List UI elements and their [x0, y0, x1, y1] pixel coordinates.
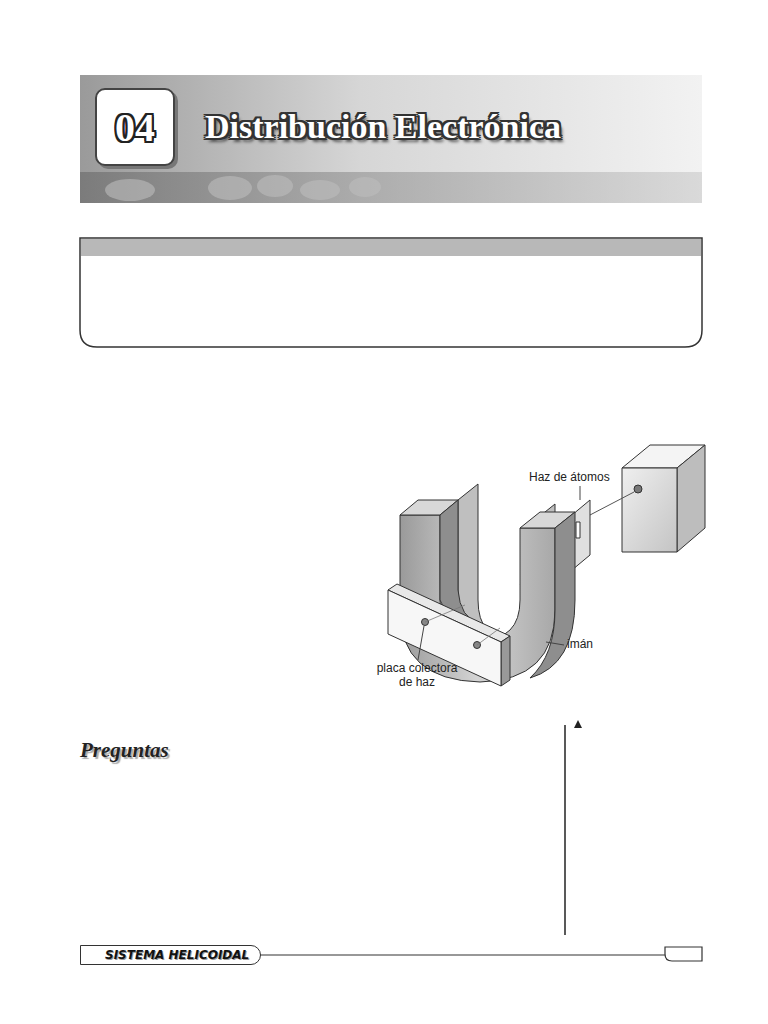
intro-frame [80, 238, 702, 347]
plate-label: placa colectora de haz [372, 662, 462, 690]
side-rule [565, 720, 582, 935]
node-text: 04 [115, 104, 155, 151]
chapter-number-box: 04 [95, 88, 175, 166]
beam-label: Haz de átomos [529, 470, 610, 484]
page-title: Distribución Electrónica [205, 108, 561, 146]
footer-rule [80, 947, 702, 961]
footer-pill: SISTEMA HELICOIDAL [80, 945, 261, 965]
stern-gerlach-illustration [388, 445, 705, 686]
section-heading: Preguntas [80, 738, 169, 763]
magnet-label: imán [567, 637, 593, 651]
node-text: SISTEMA HELICOIDAL [105, 948, 249, 962]
header-band [80, 75, 702, 203]
